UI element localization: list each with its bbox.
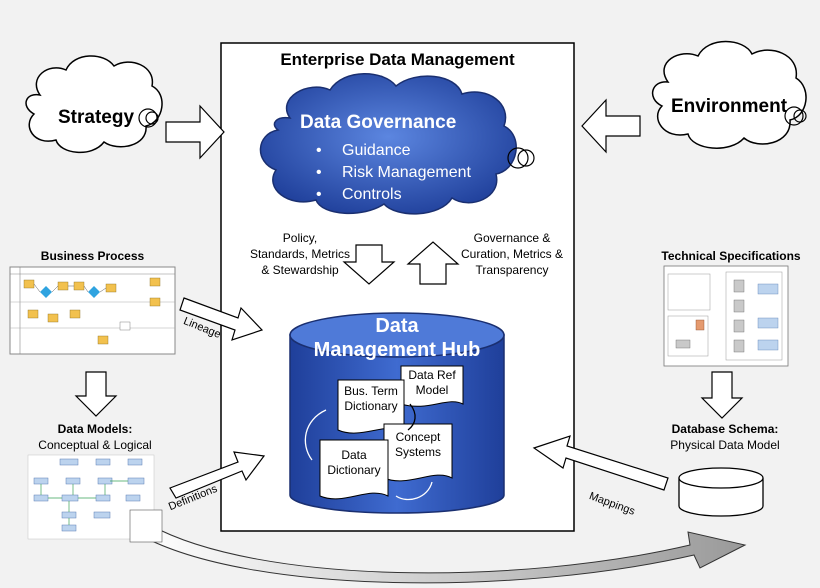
specs-to-schema-arrow bbox=[700, 371, 744, 419]
doc-data-dict bbox=[319, 439, 389, 500]
doc-line: Dictionary bbox=[344, 399, 398, 413]
hub-title-line: Management Hub bbox=[313, 339, 481, 361]
strategy-cloud bbox=[25, 55, 163, 154]
db-schema-title: Database Schema: bbox=[671, 422, 779, 436]
governance-flow-label: Governance & Curation, Metrics & Transpa… bbox=[452, 230, 572, 278]
lineage-arrow bbox=[179, 297, 264, 341]
hub-title-line: Data bbox=[375, 315, 419, 337]
database-cylinder bbox=[678, 467, 764, 517]
governance-item: Controls bbox=[316, 184, 471, 206]
mappings-arrow bbox=[532, 435, 669, 491]
definitions-arrow bbox=[169, 451, 266, 499]
tech-specs-title: Technical Specifications bbox=[661, 249, 801, 263]
bottom-curved-arrow bbox=[139, 524, 747, 584]
doc-line: Concept bbox=[395, 430, 441, 444]
governance-flow-line: Curation, Metrics & bbox=[460, 247, 564, 261]
doc-line: Data Ref bbox=[408, 368, 456, 382]
data-models-subtitle: Conceptual & Logical bbox=[38, 438, 152, 452]
db-schema-subtitle: Physical Data Model bbox=[670, 438, 780, 452]
business-process-thumbnail bbox=[9, 266, 176, 355]
doc-line: Systems bbox=[394, 445, 441, 459]
environment-label: Environment bbox=[670, 96, 788, 117]
governance-flow-line: Transparency bbox=[475, 263, 549, 277]
concept-doc-label: Concept Systems bbox=[384, 430, 452, 460]
policy-label-line: & Stewardship bbox=[261, 263, 339, 277]
policy-label: Policy, Standards, Metrics & Stewardship bbox=[236, 230, 364, 278]
data-models-title: Data Models: bbox=[57, 422, 133, 436]
bp-to-models-arrow bbox=[74, 371, 118, 417]
tech-specs-thumbnail bbox=[663, 265, 789, 367]
strategy-arrow bbox=[165, 104, 225, 160]
data-dict-doc-label: Data Dictionary bbox=[320, 448, 388, 478]
environment-arrow bbox=[581, 98, 641, 154]
strategy-label: Strategy bbox=[57, 107, 135, 128]
environment-cloud bbox=[651, 40, 807, 149]
governance-item: Risk Management bbox=[316, 162, 471, 184]
governance-title: Data Governance bbox=[300, 112, 457, 133]
hub-title: Data Management Hub bbox=[290, 314, 504, 362]
data-ref-doc-label: Data Ref Model bbox=[401, 368, 463, 398]
up-arrow bbox=[406, 241, 460, 285]
governance-flow-line: Governance & bbox=[473, 231, 551, 245]
down-arrow bbox=[342, 244, 396, 285]
hub-link-arrows bbox=[304, 409, 433, 501]
doc-line: Model bbox=[415, 383, 449, 397]
policy-label-line: Standards, Metrics bbox=[249, 247, 351, 261]
bus-term-doc-label: Bus. Term Dictionary bbox=[338, 384, 404, 414]
doc-line: Bus. Term bbox=[344, 384, 398, 398]
doc-line: Dictionary bbox=[327, 463, 381, 477]
doc-line: Data bbox=[341, 448, 367, 462]
edm-title: Enterprise Data Management bbox=[280, 50, 515, 69]
policy-label-line: Policy, bbox=[282, 231, 318, 245]
governance-item: Guidance bbox=[316, 140, 471, 162]
business-process-title: Business Process bbox=[40, 249, 145, 263]
data-models-thumbnail bbox=[27, 454, 163, 543]
governance-list: Guidance Risk Management Controls bbox=[316, 140, 471, 206]
